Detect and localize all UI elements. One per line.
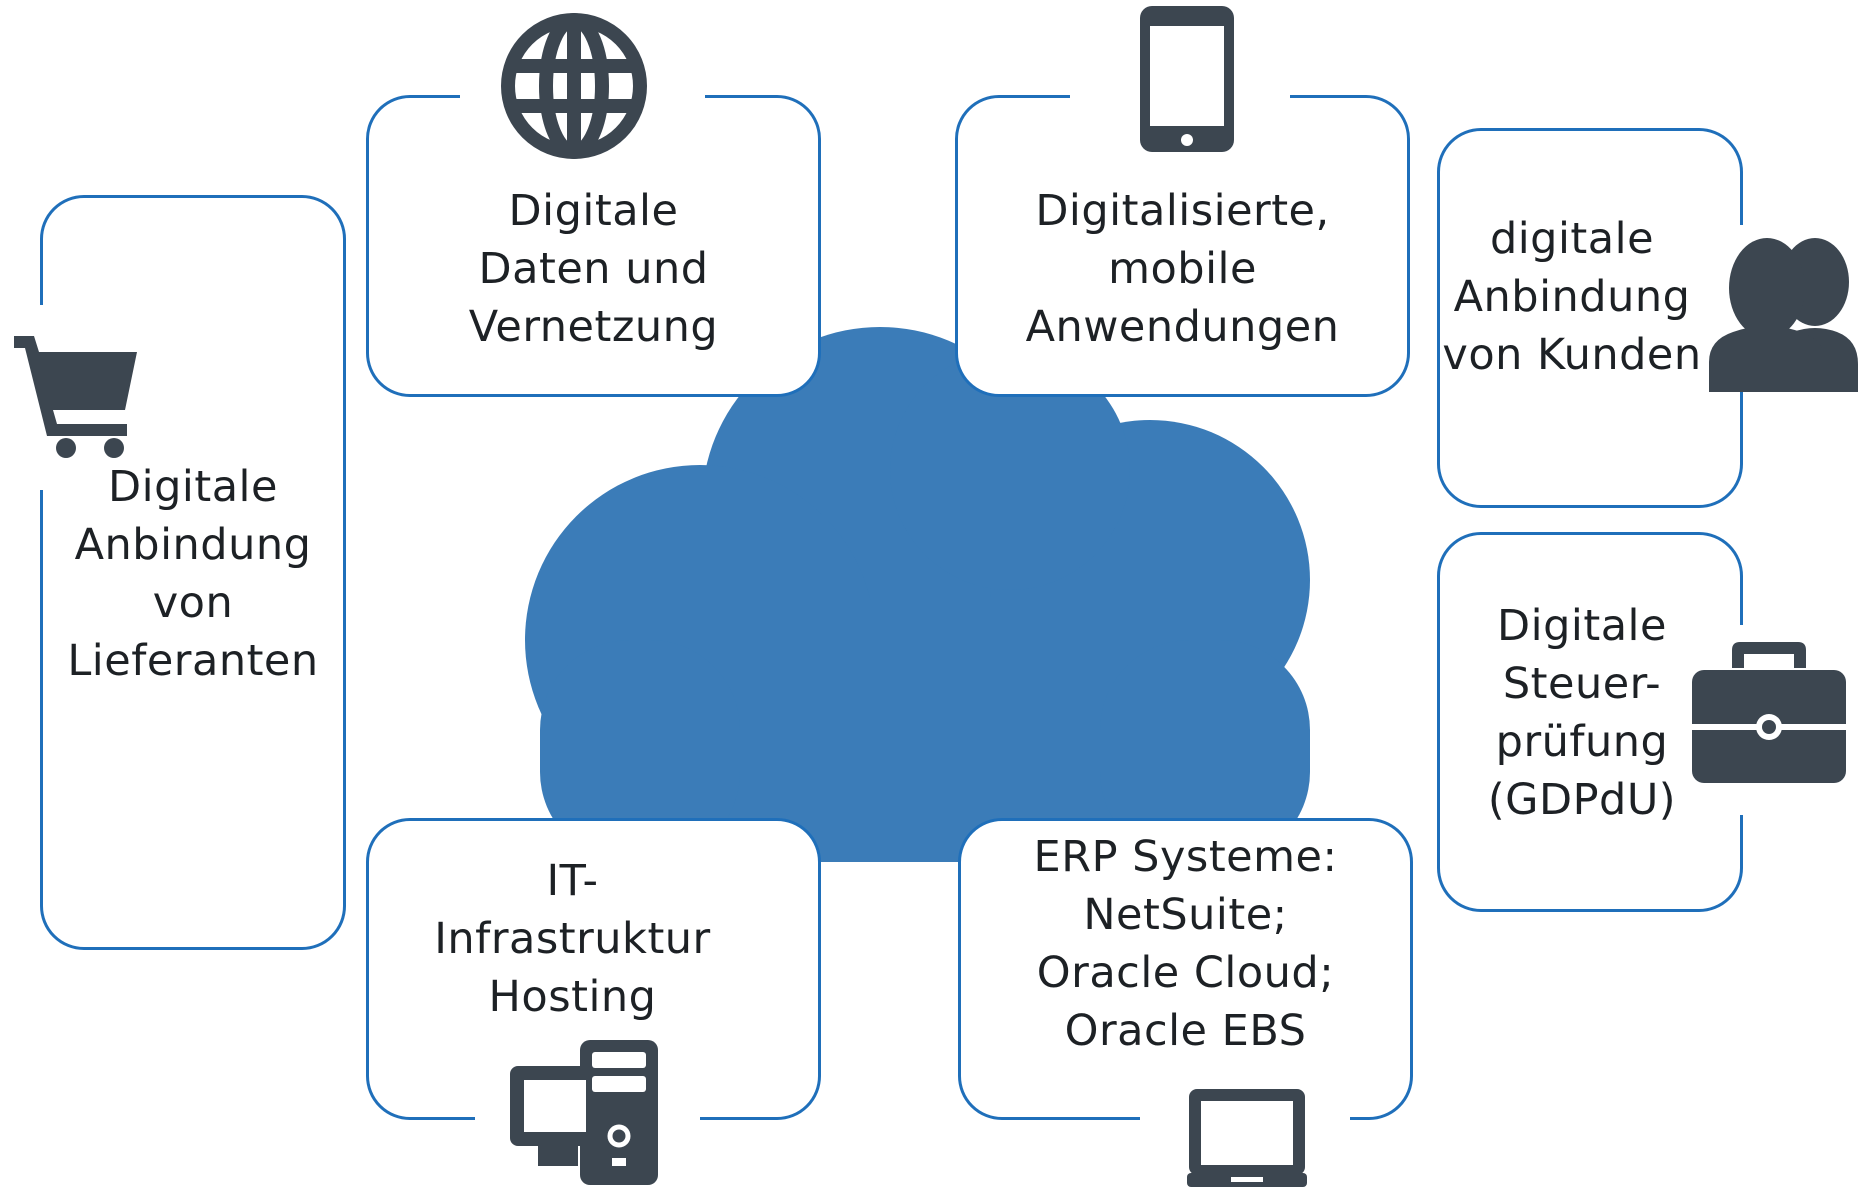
shopping-cart-icon [14,336,137,458]
briefcase-icon [1692,642,1846,783]
laptop-icon [1187,1089,1307,1187]
label-daten-vernetzung: Digitale Daten und Vernetzung [468,186,719,352]
globe-icon [501,13,647,159]
label-lieferanten: Digitale Anbindung von Lieferanten [67,462,319,686]
label-kunden: digitale Anbindung von Kunden [1442,214,1702,380]
users-icon [1709,238,1858,392]
label-steuerpruefung: Digitale Steuer- prüfung (GDPdU) [1487,601,1677,825]
smartphone-icon [1140,6,1234,152]
desktop-server-icon [510,1040,658,1185]
card-erp-systeme [958,818,1413,1120]
card-lieferanten [40,195,346,950]
label-erp-systeme: ERP Systeme: NetSuite; Oracle Cloud; Ora… [1033,832,1338,1056]
card-kunden [1437,128,1743,508]
label-mobile-anwendungen: Digitalisierte, mobile Anwendungen [1025,186,1340,352]
label-it-infrastruktur: IT- Infrastruktur Hosting [434,856,711,1022]
